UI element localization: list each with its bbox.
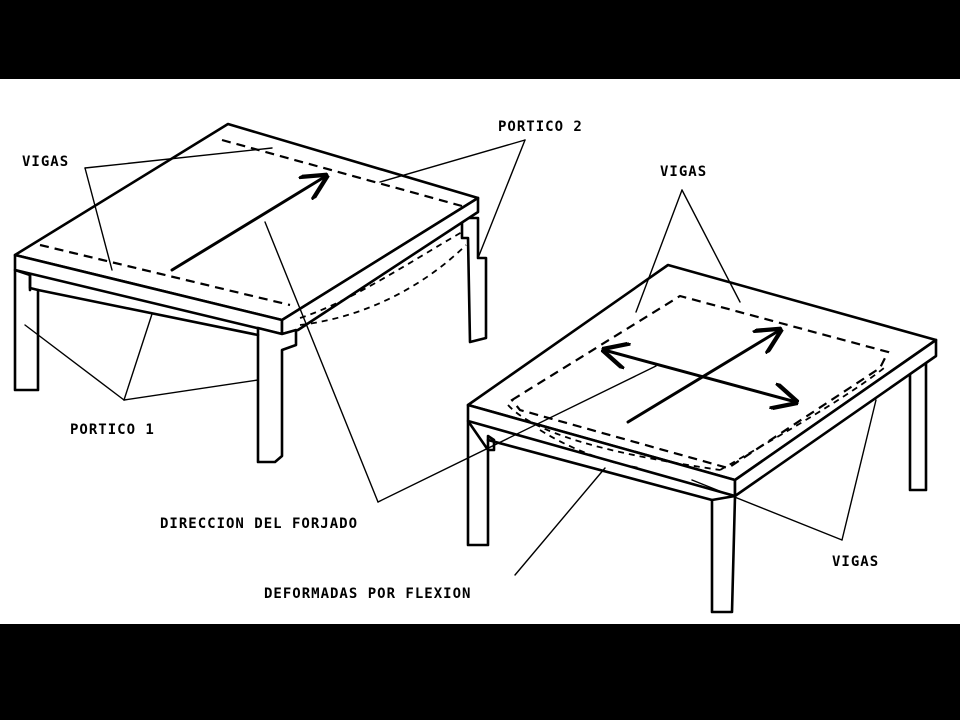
top-black-band xyxy=(0,0,960,79)
right-slab-direction-arrow-b xyxy=(604,350,796,402)
leader-portico-1-3 xyxy=(123,379,259,401)
leader-portico-1-1 xyxy=(24,324,125,401)
left-slab-direction-arrow xyxy=(170,176,326,272)
label-vigas-left: VIGAS xyxy=(22,154,69,170)
leader-vigas-left-2 xyxy=(84,167,113,271)
label-portico-1: PORTICO 1 xyxy=(70,422,155,438)
leader-vigas-right-bottom-1 xyxy=(691,479,843,541)
right-slab-right-face xyxy=(733,338,938,498)
label-portico-2: PORTICO 2 xyxy=(498,119,583,135)
left-portico-1-beam xyxy=(36,288,260,337)
labels: VIGAS PORTICO 2 VIGAS PORTICO 1 DIRECCIO… xyxy=(22,119,879,602)
leader-vigas-right-bottom-2 xyxy=(841,399,877,541)
leader-vigas-left-1 xyxy=(84,147,273,169)
leader-deformadas xyxy=(514,467,606,576)
left-deflection-curve-1 xyxy=(299,231,463,319)
leader-direccion-2 xyxy=(377,365,657,503)
left-beam-dashed-front xyxy=(39,243,291,307)
right-front-left-leg xyxy=(466,419,496,547)
right-structure xyxy=(466,263,938,614)
left-front-right-leg xyxy=(256,326,298,464)
leader-portico-1-2 xyxy=(123,313,153,401)
left-structure xyxy=(13,122,488,464)
leader-portico-2-1 xyxy=(379,139,526,183)
right-beam-dashed-outline xyxy=(510,294,890,470)
leader-portico-2-2 xyxy=(477,139,526,259)
bottom-black-band xyxy=(0,624,960,720)
leader-lines xyxy=(24,139,877,576)
left-slab-right-face xyxy=(280,196,480,336)
leader-vigas-right-top-2 xyxy=(681,189,741,303)
left-beam-dashed-back xyxy=(221,138,463,208)
left-deflection-curve-2 xyxy=(299,244,467,326)
label-vigas-right-bottom: VIGAS xyxy=(832,554,879,570)
leader-vigas-right-top-1 xyxy=(635,189,683,313)
right-deflection-curve-3 xyxy=(539,429,641,469)
right-front-beam xyxy=(486,438,714,502)
label-deformadas-flexion: DEFORMADAS POR FLEXION xyxy=(264,586,471,602)
right-deflection-curve-2 xyxy=(719,367,885,471)
label-vigas-right-top: VIGAS xyxy=(660,164,707,180)
label-direccion-forjado: DIRECCION DEL FORJADO xyxy=(160,516,358,532)
right-front-right-leg xyxy=(710,494,737,614)
leader-direccion-1 xyxy=(264,221,379,503)
left-front-left-leg xyxy=(13,268,40,392)
